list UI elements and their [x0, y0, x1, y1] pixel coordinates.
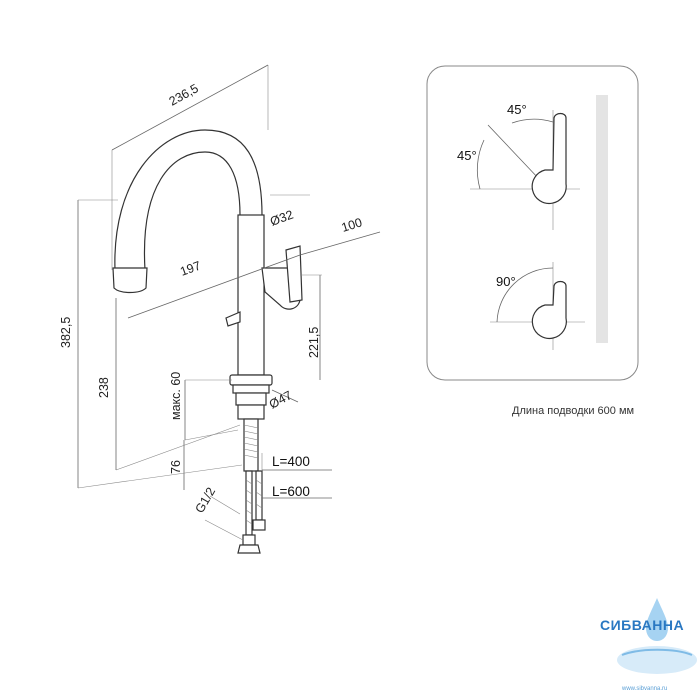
- base-ring: [232, 384, 270, 394]
- hose-length-caption: Длина подводки 600 мм: [512, 405, 634, 417]
- aerator-knob: [225, 311, 241, 327]
- dim-total-height: 382,5: [59, 317, 73, 348]
- dim-stud-length: 76: [169, 460, 183, 474]
- angle-bottom: 90°: [496, 274, 516, 289]
- angles-panel-frame: [426, 65, 639, 381]
- hose-end-nut: [237, 544, 261, 554]
- handle-rotation-90: 90°: [490, 262, 585, 350]
- dim-body-height: 238: [97, 377, 111, 398]
- handle-rotation-45: 45° 45°: [457, 102, 580, 230]
- hose-braid: [245, 479, 263, 525]
- logo-url: www.sibvanna.ru: [621, 686, 667, 692]
- logo-name: СИБВАННА: [600, 617, 684, 633]
- dim-hose-short: L=400: [272, 454, 310, 469]
- dim-base-diameter: Ø47: [267, 388, 294, 411]
- angles-panel: 45° 45° 90°: [426, 65, 639, 381]
- stud-threads: [243, 424, 259, 459]
- dimension-lines: [77, 64, 381, 541]
- hose-fitting-long: [242, 534, 256, 546]
- dim-handle-projection: 100: [340, 215, 364, 234]
- dim-hose-long: L=600: [272, 484, 310, 499]
- dim-thread: G1/2: [192, 485, 218, 516]
- angle-top-b: 45°: [457, 148, 477, 163]
- mount-nut: [237, 404, 265, 420]
- top-handle-body: [531, 112, 567, 205]
- base-flange: [229, 374, 273, 386]
- logo-drop-icon: [646, 598, 668, 641]
- panel-scale-bar: [596, 95, 608, 343]
- angle-top-a: 45°: [507, 102, 527, 117]
- dim-max-countertop: макс. 60: [169, 372, 183, 420]
- dim-handle-height: 221,5: [307, 327, 321, 358]
- bottom-handle-body: [531, 280, 567, 340]
- handle-lever: [285, 245, 303, 303]
- mount-washer: [235, 392, 267, 406]
- sibvanna-logo: СИБВАННА www.sibvanna.ru: [600, 598, 697, 692]
- spout-outlet: [112, 267, 148, 294]
- faucet-body: [237, 214, 265, 376]
- logo-bathtub-icon: [617, 646, 697, 674]
- dim-spout-depth: 197: [178, 259, 202, 279]
- dim-body-diameter: Ø32: [268, 208, 295, 229]
- faucet-side-view: [112, 129, 303, 554]
- hose-fitting-short: [252, 519, 266, 531]
